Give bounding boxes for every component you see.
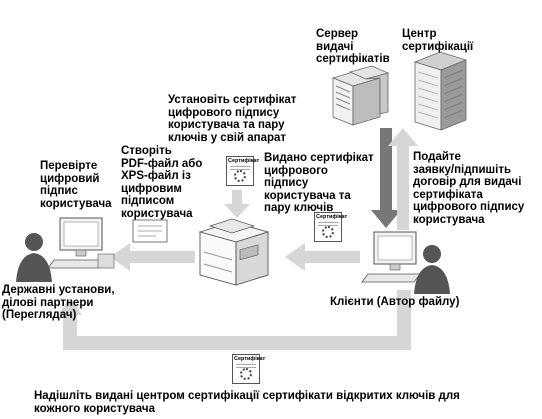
bottom-return-arrow: [58, 290, 411, 350]
printer-to-viewer-arrow: [110, 243, 195, 271]
client-computer-icon: [361, 231, 421, 283]
certificate-icon-send: Сертифікат: [232, 354, 265, 384]
certificate-icon-install: Сертифікат: [226, 156, 259, 186]
install-down-arrow: [224, 190, 250, 218]
client-to-printer-arrow: [285, 243, 360, 271]
viewer-label: Державні установи, ділові партнери (Пере…: [2, 284, 115, 321]
building-icon: [413, 51, 468, 131]
install-label: Установіть сертифікат цифрового підпису …: [168, 94, 297, 144]
client-person-icon: [414, 245, 450, 294]
server-label: Сервер видачі сертифікатів: [316, 28, 390, 65]
ca-label: Центр сертифікації: [402, 28, 474, 53]
server-icon: [331, 65, 390, 126]
send-label: Надішліть видані центром сертифікації се…: [34, 390, 460, 415]
apply-label: Подайте заявку/підпишіть договір для вид…: [413, 151, 525, 226]
printer-icon: [198, 218, 270, 286]
verify-label: Перевірте цифровий підпис користувача: [40, 160, 112, 210]
client-label: Клієнти (Автор файлу): [330, 296, 460, 308]
issued-label: Видано сертифікат цифрового підпису кори…: [264, 152, 374, 214]
server-to-client-arrow: [371, 128, 401, 228]
document-icon: [132, 219, 168, 243]
viewer-person-icon: [16, 233, 52, 282]
viewer-computer-icon: [47, 217, 115, 269]
client-to-ca-arrow: [388, 128, 418, 230]
certificate-icon-issued: Сертифікат: [314, 212, 347, 242]
create-label: Створіть PDF-файл або XPS-файл із цифров…: [121, 145, 203, 220]
